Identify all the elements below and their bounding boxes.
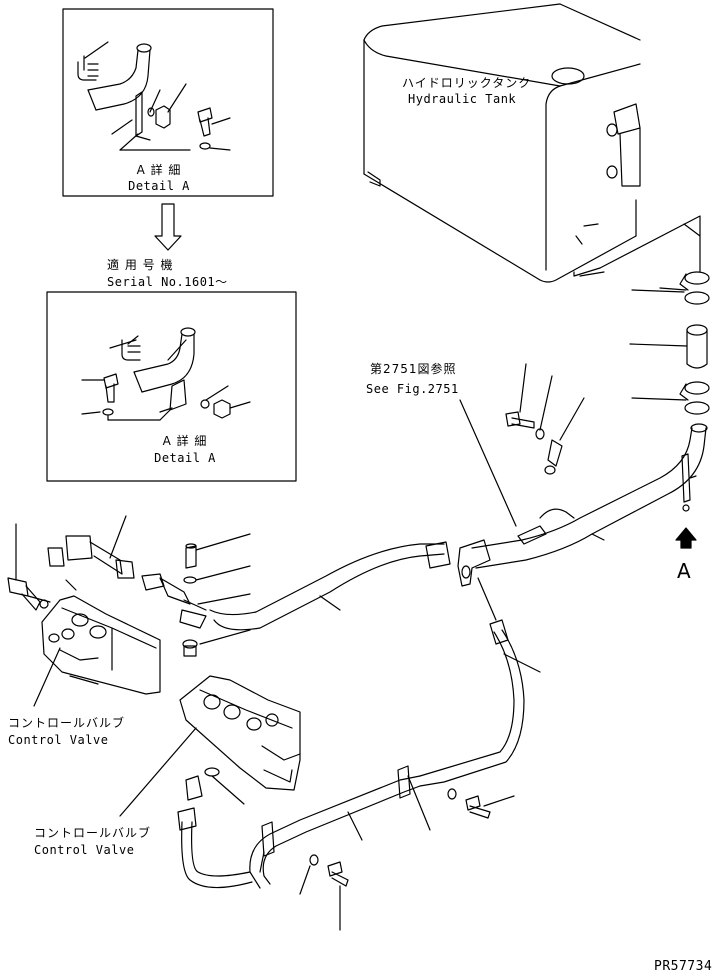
lower-fasteners (299, 788, 515, 931)
view-a-arrow-icon (675, 527, 697, 549)
control-valve-1-en: Control Valve (8, 733, 109, 747)
control-valve-2-en: Control Valve (34, 843, 135, 857)
down-arrow-icon (154, 203, 182, 251)
control-valve-2-jp: コントロールバルブ (34, 826, 152, 840)
return-pipe (471, 423, 708, 569)
upper-fittings (141, 533, 251, 657)
detail-a-top-jp: A 詳 細 (136, 163, 182, 177)
tank-hose-parts (629, 223, 710, 415)
hydraulic-tank-jp: ハイドロリックタンク (402, 76, 532, 90)
control-valve-leaders (33, 647, 197, 817)
upper-hose (209, 541, 451, 631)
view-marker: A (677, 559, 692, 583)
control-valve-hose (177, 767, 253, 889)
detail-a-top-en: Detail A (128, 179, 190, 193)
detail-a-top-box (62, 8, 274, 197)
hydraulic-tank-en: Hydraulic Tank (408, 92, 517, 106)
serial-note-en: Serial No.1601～ (107, 275, 228, 289)
drawing-number: PR57734 (654, 959, 713, 974)
left-fittings (7, 515, 135, 611)
lower-hose (419, 619, 541, 787)
hydraulic-tank (363, 3, 701, 283)
detail-a-bottom-en: Detail A (154, 451, 216, 465)
see-fig-fasteners (459, 363, 585, 527)
control-valve-lower (179, 675, 301, 791)
control-valve-upper (41, 595, 161, 695)
detail-a-bottom-box (46, 291, 297, 482)
detail-a-bottom-jp: A 詳 細 (162, 434, 208, 448)
control-valve-1-jp: コントロールバルブ (8, 716, 126, 730)
serial-note-jp: 適 用 号 機 (107, 258, 174, 272)
see-fig-jp: 第2751図参照 (370, 362, 457, 376)
lower-pipe (249, 765, 431, 889)
see-fig-en: See Fig.2751 (366, 382, 459, 396)
tee-fitting (457, 539, 497, 621)
